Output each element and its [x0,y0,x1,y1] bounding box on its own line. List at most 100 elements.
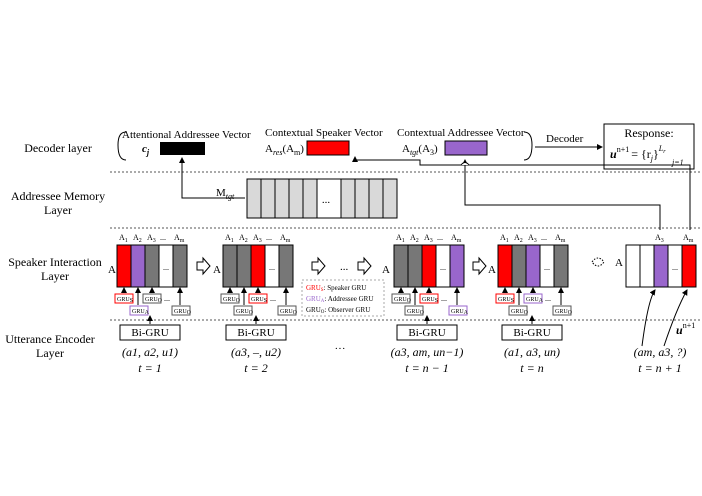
speaker-vector-title: Contextual Speaker Vector [265,127,383,139]
legend-observer: GRUO: Observer GRU [306,306,370,315]
layer-label-memory-2: Layer [44,203,72,217]
gru-observer [220,293,240,304]
encoder-tuple: (a3, am, un−1) [391,345,464,359]
agent-cell-observer [236,244,252,288]
agent-label-a2: A2 [514,233,523,244]
response-lower-index: j=1 [671,158,684,167]
encoder-arrow-speaker [663,289,688,347]
agent-label-am: Am [555,233,566,244]
encoder-timestep: t = n [520,361,543,375]
agent-label-a2: A2 [239,233,248,244]
gru-speaker-text: GRUS [117,297,133,304]
encoder-tuple: (a1, a2, u1) [122,345,178,359]
memory-cell [246,178,262,219]
memory-cell [368,178,384,219]
gru-addressee-text: GRUA [526,297,544,304]
agent-label-a1: A1 [119,233,128,244]
agent-label-a1: A1 [396,233,405,244]
decoder-bracket-right [523,131,533,161]
agent-label-dots: ... [437,233,443,242]
agent-label-am: Am [280,233,291,244]
gru-observer-text: GRUO [280,309,298,316]
gru-observer [233,305,253,316]
gru-observer [391,293,411,304]
un1-label: un+1 [676,321,695,337]
encoder-tuple: (am, a3, ?) [634,345,687,359]
speaker-vector [306,140,350,156]
gru-speaker [419,293,439,304]
encoder-timestep: t = n + 1 [638,361,682,375]
transition-arrow [311,256,326,276]
gru-observer-text: GRUO [511,309,529,316]
agent-cell-dots-text: ... [269,263,275,272]
interaction-block-t2: A A1 A2 A3 ... Am ... GRUO GRUO GRUS ...… [213,233,298,316]
transition-arrows: ... [196,256,605,276]
agent-cell-empty [625,244,641,288]
agent-cell-observer [172,244,188,288]
agent-cell-speaker [421,244,437,288]
encoder-tn: Bi-GRU (a1, a3, un) t = n [501,315,563,375]
transition-dots: ... [340,261,349,273]
memory-cell [340,178,356,219]
agent-side-label: A [108,264,116,276]
agent-cell-observer [553,244,569,288]
encoder-tn1: Bi-GRU (a3, am, un−1) t = n − 1 [391,315,464,375]
interaction-block-tn: A A1 A2 A3 ... Am ... GRUS GRUO GRUA ...… [488,233,573,316]
agent-cell-observer [278,244,294,288]
encoder-timestep: t = 1 [138,361,161,375]
gru-speaker [495,293,515,304]
agent-label-a3: A3 [655,233,664,244]
bigru-box [225,324,287,341]
attentional-var: cj [142,143,150,157]
encoder-timestep: t = 2 [244,361,267,375]
gru-addressee [129,305,149,316]
response-box [603,123,695,170]
agent-cell-addressee [525,244,541,288]
agent-cell-observer [144,244,160,288]
transition-arrow [196,256,211,276]
agent-cell-observer [511,244,527,288]
memory-label: Mtgt [216,187,235,201]
agent-label-dots: ... [541,233,547,242]
layer-label-interaction-1: Speaker Interaction [8,255,102,269]
gru-dots: ... [164,294,170,303]
gru-addressee-text: GRUA [451,309,469,316]
addressee-vector-var: Atgt(A3) [402,143,438,157]
response-formula: un+1= {rj}Lr [610,144,666,163]
gru-observer [277,305,297,316]
gru-observer-text: GRUO [394,297,412,304]
gru-observer-text: GRUO [407,309,425,316]
memory-cell [354,178,370,219]
addressee-vector [444,140,488,156]
response-title: Response: [624,126,673,140]
gru-observer [171,305,191,316]
agent-label-a3: A3 [253,233,262,244]
gru-speaker-text: GRUS [422,297,438,304]
agent-label-am: Am [683,233,694,244]
agent-cell-dots-text: ... [544,263,550,272]
gru-observer-text: GRUO [236,309,254,316]
agent-side-label: A [488,264,496,276]
agent-side-label: A [382,264,390,276]
gru-observer [552,305,572,316]
agent-cell-empty [639,244,655,288]
layer-label-encoder-1: Utterance Encoder [5,332,95,346]
encoder-arrow-addressee [641,289,656,347]
agent-label-am: Am [451,233,462,244]
bigru-label: Bi-GRU [237,327,274,339]
encoder-timestep: t = n − 1 [405,361,449,375]
gru-observer-text: GRUO [555,309,573,316]
agent-cell-addressee [130,244,146,288]
gru-addressee [523,293,543,304]
bigru-label: Bi-GRU [131,327,168,339]
agent-side-label: A [213,264,221,276]
legend-addressee: GRUA: Addressee GRU [306,295,373,304]
agent-cell-speaker [497,244,513,288]
agent-label-dots: ... [266,233,272,242]
encoder-tuple: (a1, a3, un) [504,345,560,359]
transition-arrow [357,256,372,276]
agent-cell-dots-text: ... [163,263,169,272]
agent-label-a3: A3 [528,233,537,244]
